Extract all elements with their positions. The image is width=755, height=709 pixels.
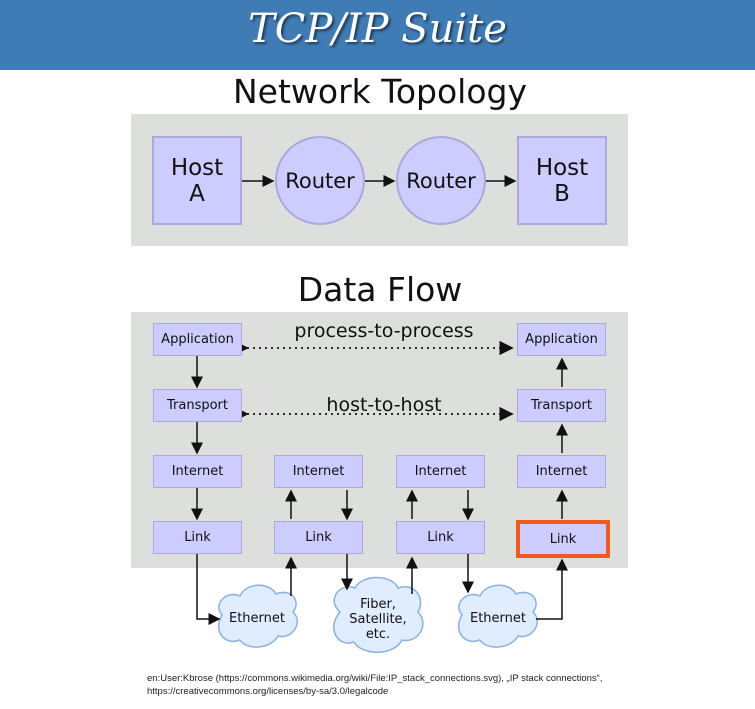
slide-title: TCP/IP Suite — [248, 6, 507, 52]
left-transport-layer: Transport — [153, 389, 242, 422]
right-internet-layer: Internet — [517, 455, 606, 488]
router2-internet-layer: Internet — [396, 455, 485, 488]
arrow-left-link-ethernet — [196, 554, 221, 625]
router1-link-layer: Link — [274, 521, 363, 554]
right-application-layer: Application — [517, 323, 606, 356]
router-1-node: Router — [275, 136, 365, 225]
cloud-ethernet-right — [457, 584, 539, 648]
topology-title: Network Topology — [233, 72, 527, 111]
right-transport-layer: Transport — [517, 389, 606, 422]
router1-internet-layer: Internet — [274, 455, 363, 488]
host-b-node: Host B — [517, 136, 607, 225]
attribution-credit: en:User:Kbrose (https://commons.wikimedi… — [147, 672, 602, 698]
router-2-node: Router — [396, 136, 486, 225]
host-a-node: Host A — [152, 136, 242, 225]
process-to-process-label: process-to-process — [294, 320, 474, 342]
title-banner: TCP/IP Suite — [0, 0, 755, 70]
credit-line-1: en:User:Kbrose (https://commons.wikimedi… — [147, 673, 603, 684]
credit-line-2: https://creativecommons.org/licenses/by-… — [147, 686, 389, 697]
left-internet-layer: Internet — [153, 455, 242, 488]
arrow-ethernet-right-link — [536, 558, 568, 620]
cloud-fiber-label: Fiber, Satellite, etc. — [349, 597, 407, 642]
cloud-ethernet-left — [217, 584, 299, 648]
host-to-host-label: host-to-host — [326, 394, 442, 416]
left-link-layer: Link — [153, 521, 242, 554]
cloud-ethernet-left-label: Ethernet — [229, 611, 285, 626]
cloud-fiber-satellite — [333, 576, 424, 653]
router2-link-layer: Link — [396, 521, 485, 554]
right-link-layer-highlighted: Link — [516, 520, 610, 558]
left-application-layer: Application — [153, 323, 242, 356]
dataflow-title: Data Flow — [297, 270, 463, 309]
cloud-ethernet-right-label: Ethernet — [470, 611, 526, 626]
